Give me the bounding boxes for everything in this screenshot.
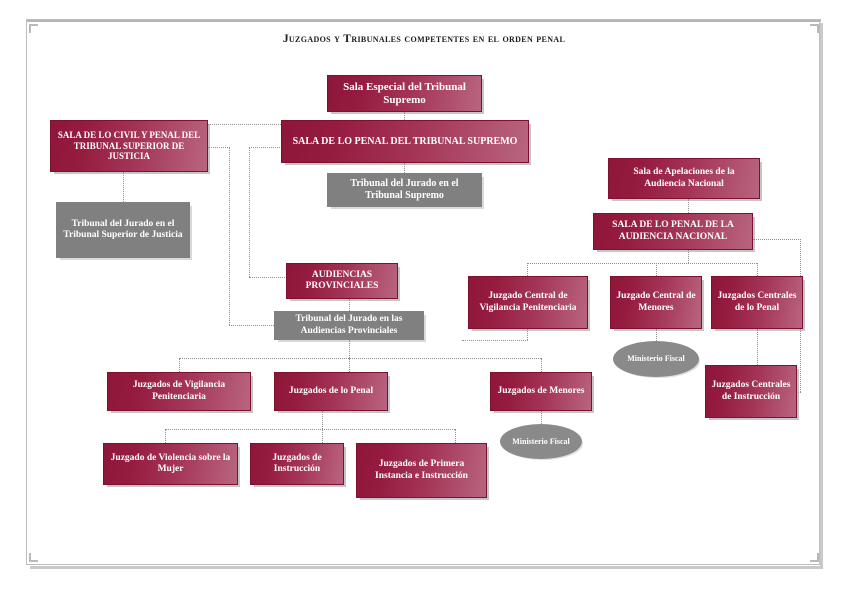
node-label: SALA DE LO PENAL DE LA AUDIENCIA NACIONA… [612,220,734,242]
corner-mark-top-right [810,24,819,33]
node-label: Juzgado de Violencia sobre la Mujer [110,452,231,474]
connector-bus-drop-jvp [179,358,180,372]
node-label: Sala de Apelaciones de la Audiencia Naci… [633,167,735,189]
connector-tsj-branch-into-jurado-ap [229,325,274,326]
node-sala-apelaciones-audiencia-nacional[interactable]: Sala de Apelaciones de la Audiencia Naci… [608,158,760,199]
node-label: Juzgados Centrales de Instrucción [711,380,791,402]
page-title: Juzgados y Tribunales competentes en el … [282,33,566,45]
node-label: Juzgado Central de Vigilancia Penitencia… [479,291,577,313]
node-label: Tribunal del Jurado en las Audiencias Pr… [295,314,403,336]
node-tribunal-jurado-tribunal-supremo[interactable]: Tribunal del Jurado en el Tribunal Supre… [327,173,482,207]
node-label: Juzgados de lo Penal [288,385,374,396]
node-label: Juzgados de Primera Instancia e Instrucc… [375,459,468,481]
page-frame-top-bar [26,19,821,22]
page-frame-shadow-bottom [30,566,822,569]
connector-jurado-ap-to-bus [349,340,350,358]
node-label: Juzgados de Instrucción [272,452,322,474]
node-juzgados-centrales-instruccion[interactable]: Juzgados Centrales de Instrucción [705,365,797,418]
corner-mark-bottom-left [29,553,38,562]
node-label: Tribunal del Jurado en el Tribunal Super… [63,218,183,240]
connector-bus-drop-jp [349,358,350,372]
page-frame [26,19,820,565]
connector-jcp-to-jci [757,329,758,365]
node-juzgado-central-menores[interactable]: Juzgado Central de Menores [610,276,702,329]
connector-jcm-to-ministerio-fiscal [656,329,657,341]
connector-sala-penal-ts-to-jurado-ts [404,163,405,173]
node-juzgados-vigilancia-penitenciaria[interactable]: Juzgados de Vigilancia Penitenciaria [107,372,251,411]
node-label: Ministerio Fiscal [627,354,685,364]
connector-sala-especial-to-sala-penal-ts [404,112,405,126]
connector-jm-to-ministerio-fiscal [541,411,542,424]
connector-ts-down-to-audiencias [249,147,250,277]
node-ministerio-fiscal-menores[interactable]: Ministerio Fiscal [500,424,582,459]
page-frame-shadow-right [820,23,823,569]
node-ministerio-fiscal-central[interactable]: Ministerio Fiscal [613,341,699,377]
node-sala-penal-tribunal-supremo[interactable]: SALA DE LO PENAL DEL TRIBUNAL SUPREMO [281,120,529,163]
connector-bus-drop-jm [541,358,542,372]
corner-mark-top-left [29,24,38,33]
node-label: SALA DE LO CIVIL Y PENAL DEL TRIBUNAL SU… [57,130,201,162]
connector-bus-lower [165,429,455,430]
connector-tsj-branch-down-to-jurado-ap [229,147,230,325]
node-label: AUDIENCIAS PROVINCIALES [305,269,379,291]
node-tribunal-jurado-tsj[interactable]: Tribunal del Jurado en el Tribunal Super… [56,202,190,258]
node-label: SALA DE LO PENAL DEL TRIBUNAL SUPREMO [292,135,518,147]
corner-mark-bottom-right [810,553,819,562]
connector-apelaciones-to-sala-penal-an [688,199,689,213]
connector-tsj-to-sala-penal-ts [208,124,281,125]
connector-into-audiencias-provinciales [249,277,285,278]
node-label: Tribunal del Jurado en el Tribunal Supre… [350,178,459,201]
connector-sala-penal-an-right-stub [753,239,801,240]
connector-bus-drop-jvm [165,429,166,443]
connector-bus-drop-jcp [757,263,758,276]
connector-sala-penal-an-to-bus [688,250,689,263]
node-label: Sala Especial del Tribunal Supremo [343,80,466,106]
connector-tsj-branch-stub [208,147,230,148]
node-juzgado-central-vigilancia-penitenciaria[interactable]: Juzgado Central de Vigilancia Penitencia… [468,276,588,329]
connector-ts-down-stub [249,147,282,148]
node-label: Juzgados de Vigilancia Penitenciaria [132,380,226,402]
connector-bus-drop-jpii [455,429,456,443]
connector-tsj-to-jurado-tsj [123,172,124,202]
connector-bus-drop-jcm [656,263,657,276]
node-sala-especial-tribunal-supremo[interactable]: Sala Especial del Tribunal Supremo [327,75,482,112]
node-label: Ministerio Fiscal [512,436,570,446]
connector-bus-an-left-extension [462,340,528,341]
node-juzgado-violencia-sobre-la-mujer[interactable]: Juzgado de Violencia sobre la Mujer [103,443,238,485]
node-juzgados-menores[interactable]: Juzgados de Menores [490,372,592,411]
connector-bus-audiencia-nacional [527,263,757,264]
connector-bus-drop-ji [322,429,323,443]
node-sala-civil-penal-tsj[interactable]: SALA DE LO CIVIL Y PENAL DEL TRIBUNAL SU… [50,120,208,172]
node-audiencias-provinciales[interactable]: AUDIENCIAS PROVINCIALES [286,263,398,299]
node-sala-penal-audiencia-nacional[interactable]: SALA DE LO PENAL DE LA AUDIENCIA NACIONA… [593,213,753,250]
node-label: Juzgados Centrales de lo Penal [717,291,797,313]
connector-audiencias-to-jurado-ap [349,299,350,311]
node-label: Juzgados de Menores [497,385,585,396]
node-tribunal-jurado-audiencias-provinciales[interactable]: Tribunal del Jurado en las Audiencias Pr… [274,311,424,340]
node-juzgados-centrales-penal[interactable]: Juzgados Centrales de lo Penal [711,276,803,329]
node-juzgados-lo-penal[interactable]: Juzgados de lo Penal [274,372,388,411]
connector-bus-audiencias-children [179,358,541,359]
connector-jp-to-lower-bus [322,411,323,429]
node-juzgados-primera-instancia-instruccion[interactable]: Juzgados de Primera Instancia e Instrucc… [356,443,487,498]
node-label: Juzgado Central de Menores [616,291,696,313]
node-juzgados-instruccion[interactable]: Juzgados de Instrucción [250,443,344,485]
